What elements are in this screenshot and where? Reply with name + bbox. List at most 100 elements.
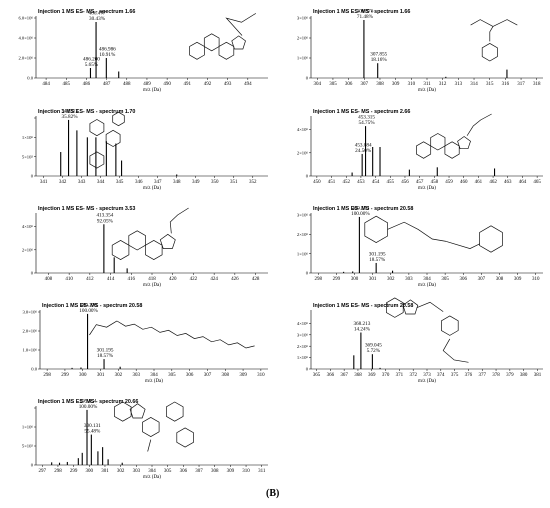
y-tick-label: 1×10⁶: [22, 425, 33, 430]
x-axis-label: m/z (Da): [143, 283, 161, 288]
x-tick-label: 492: [204, 82, 212, 87]
x-tick-label: 351: [230, 180, 238, 185]
x-tick-label: 460: [460, 180, 468, 185]
ring: [189, 41, 205, 60]
bond: [89, 320, 118, 336]
x-tick-label: 485: [63, 82, 71, 87]
chart-title: Injection 1 MS ES- MS - spectrum 20.58: [313, 303, 413, 309]
x-tick-label: 365: [313, 373, 321, 378]
peak-label: 299.854: [80, 398, 97, 404]
x-tick-label: 302: [117, 469, 125, 474]
y-tick-label: 4.0×10⁶: [18, 36, 33, 41]
x-tick-label: 305: [329, 82, 337, 87]
x-tick-label: 380: [520, 373, 528, 378]
x-tick-label: 459: [445, 180, 453, 185]
x-tick-label: 306: [460, 277, 468, 282]
x-tick-label: 493: [224, 82, 232, 87]
x-tick-label: 490: [163, 82, 171, 87]
x-tick-label: 306: [345, 82, 353, 87]
chart-title: Injection 1 MS ES- MS - spectrum 2.66: [313, 109, 410, 115]
x-tick-label: 368: [354, 373, 362, 378]
ring: [114, 401, 132, 422]
x-tick-label: 300: [86, 469, 94, 474]
x-tick-label: 310: [257, 373, 265, 378]
x-axis-label: m/z (Da): [418, 379, 436, 384]
x-tick-label: 342: [59, 180, 67, 185]
x-tick-label: 306: [180, 469, 188, 474]
x-tick-label: 458: [431, 180, 439, 185]
bond: [387, 221, 447, 242]
peak-label: 453.315: [358, 115, 375, 121]
x-tick-label: 428: [252, 277, 260, 282]
chart-title: Injection 1 MS ES- MS - spectrum 20.66: [38, 399, 138, 405]
x-tick-label: 489: [143, 82, 151, 87]
x-tick-label: 486: [83, 82, 91, 87]
x-tick-label: 412: [86, 277, 94, 282]
x-tick-label: 299: [61, 373, 69, 378]
x-tick-label: 308: [376, 82, 384, 87]
x-tick-label: 424: [210, 277, 218, 282]
x-tick-label: 379: [506, 373, 514, 378]
x-tick-label: 300: [351, 277, 359, 282]
x-tick-label: 350: [211, 180, 219, 185]
x-tick-label: 373: [423, 373, 431, 378]
y-tick-label: 0: [306, 271, 309, 276]
x-tick-label: 381: [534, 373, 542, 378]
spectrum-chart-1: Injection 1 MS ES- MS - spectrum 1.66484…: [18, 9, 268, 93]
peak-label: 300.270: [352, 205, 369, 211]
x-tick-label: 304: [148, 469, 156, 474]
peak-label: 54.75%: [359, 120, 376, 126]
x-tick-label: 307: [478, 277, 486, 282]
x-tick-label: 303: [132, 373, 140, 378]
chemical-structure: [364, 215, 503, 253]
y-tick-label: 2×10⁶: [22, 247, 33, 252]
x-tick-label: 299: [333, 277, 341, 282]
ring: [430, 133, 446, 151]
x-tick-label: 308: [496, 277, 504, 282]
chart-title: Injection 1 MS ES- MS - spectrum 20.58: [313, 206, 413, 212]
bond: [470, 19, 494, 27]
x-tick-label: 375: [451, 373, 459, 378]
ring: [444, 141, 460, 159]
x-tick-label: 304: [314, 82, 322, 87]
x-tick-label: 352: [249, 180, 257, 185]
chemical-structure: [386, 297, 469, 363]
spectrum-chart-2: Injection 1 MS ES- MS - spectrum 1.66304…: [297, 8, 543, 93]
peak-label: 486.477: [89, 10, 106, 16]
ring: [231, 35, 246, 50]
x-tick-label: 345: [116, 180, 124, 185]
peak-label: 24.50%: [355, 148, 372, 154]
chart-title: Injection 1 MS ES- MS - spectrum 20.58: [42, 303, 142, 309]
x-tick-label: 367: [340, 373, 348, 378]
y-tick-label: 2×10⁶: [297, 232, 308, 237]
ring: [457, 136, 471, 150]
y-tick-label: 5×10⁵: [22, 154, 33, 159]
x-tick-label: 461: [475, 180, 483, 185]
x-tick-label: 414: [107, 277, 115, 282]
y-tick-label: 4×10⁶: [297, 127, 308, 132]
y-tick-label: 1×10⁶: [297, 56, 308, 61]
y-tick-label: 2×10⁶: [297, 36, 308, 41]
peak-label: 453.084: [355, 142, 372, 148]
x-tick-label: 309: [227, 469, 235, 474]
y-tick-label: 3×10⁶: [297, 213, 308, 218]
bond: [169, 207, 189, 234]
ring: [89, 119, 105, 137]
bond: [442, 338, 469, 363]
bond: [147, 439, 152, 452]
peak-label: 413.354: [96, 213, 113, 219]
spectrum-chart-6: Injection 1 MS ES- MS - spectrum 20.58 29…: [297, 205, 543, 288]
bond: [489, 26, 494, 42]
x-tick-label: 308: [222, 373, 230, 378]
x-tick-label: 316: [502, 82, 510, 87]
x-tick-label: 314: [470, 82, 478, 87]
bond: [492, 19, 518, 27]
chart-title: Injection 1 MS ES- MS - spectrum 3.53: [38, 206, 135, 212]
x-tick-label: 494: [244, 82, 252, 87]
x-tick-label: 304: [150, 373, 158, 378]
spectrum-chart-3: Injection 1 MS ES- MS - spectrum 1.70341…: [22, 108, 268, 191]
x-tick-label: 457: [416, 180, 424, 185]
x-axis-label: m/z (Da): [143, 186, 161, 191]
